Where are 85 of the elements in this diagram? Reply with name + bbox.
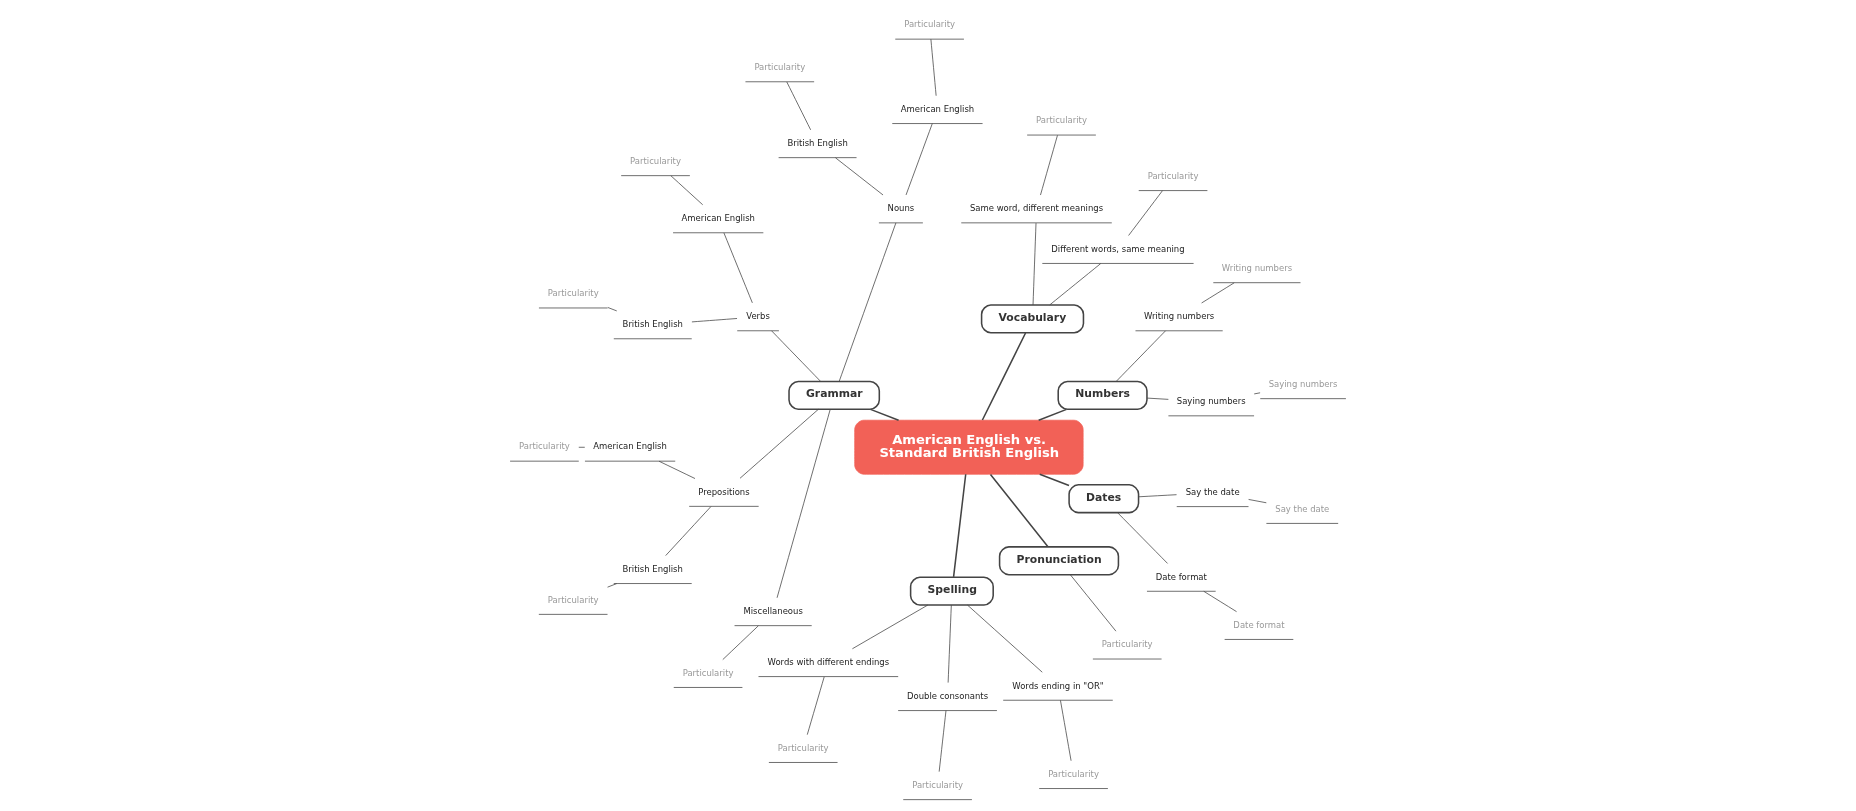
node-box: Pronunciation — [998, 546, 1120, 576]
node-text: British English — [622, 319, 683, 330]
node-text: Words ending in "OR" — [1012, 680, 1104, 691]
node-text: American English — [900, 103, 975, 114]
node-box: Spelling — [909, 576, 994, 606]
node-text: Miscellaneous — [743, 605, 803, 616]
node-text: Particularity — [682, 667, 734, 678]
connector — [1248, 499, 1267, 504]
connector — [947, 604, 952, 683]
connector — [670, 175, 704, 206]
node-text: Words with different endings — [767, 656, 890, 667]
node-text: Double consonants — [906, 690, 989, 701]
node-box: Grammar — [788, 380, 881, 411]
connector — [578, 446, 586, 448]
node-text: Particularity — [1048, 768, 1099, 779]
connector — [739, 408, 819, 479]
node-box: Numbers — [1057, 380, 1148, 411]
node-box: Dates — [1068, 484, 1140, 514]
node-text: British English — [622, 563, 683, 574]
connector — [776, 409, 831, 599]
node-text: Same word, different meanings — [969, 203, 1104, 214]
node-text: Particularity — [630, 155, 681, 166]
connector — [952, 473, 967, 578]
node-text: Date format — [1155, 571, 1207, 582]
connector — [722, 625, 759, 660]
node-text: Particularity — [912, 779, 963, 790]
node-text: American English — [593, 441, 667, 452]
connector — [852, 604, 929, 650]
connector — [1203, 590, 1237, 613]
connector — [665, 506, 712, 556]
node-text: Prepositions — [698, 486, 750, 497]
connector — [1253, 392, 1261, 395]
connector — [1146, 397, 1169, 400]
node-text: Saying numbers — [1268, 378, 1338, 389]
connector — [938, 710, 947, 772]
connector — [1115, 330, 1166, 382]
connector — [771, 330, 821, 382]
connector — [1060, 699, 1072, 762]
connector — [1032, 222, 1037, 306]
node-text: American English — [681, 213, 755, 224]
node-box: Vocabulary — [980, 304, 1085, 334]
node-text: Particularity — [547, 594, 599, 605]
node-text: Verbs — [746, 311, 770, 322]
connector — [989, 473, 1049, 548]
node-text: Saying numbers — [1176, 396, 1246, 407]
connector — [930, 38, 937, 97]
node-text: Say the date — [1275, 503, 1330, 514]
connector — [607, 583, 618, 588]
connector — [1049, 263, 1102, 306]
connector — [1117, 512, 1168, 564]
node-text: Different words, same meaning — [1051, 243, 1185, 254]
node-text: Particularity — [547, 288, 599, 299]
node-text: Particularity — [519, 441, 570, 452]
node-text: Particularity — [754, 62, 806, 73]
connector — [981, 332, 1027, 421]
connector — [1201, 282, 1235, 304]
node-text: Particularity — [1036, 115, 1087, 126]
connector — [1038, 473, 1070, 487]
node-text: Nouns — [887, 203, 915, 214]
connector — [658, 460, 696, 479]
connector — [838, 222, 897, 382]
connector — [1138, 494, 1177, 498]
connector — [1037, 408, 1068, 421]
connector — [607, 307, 618, 312]
connector — [869, 408, 900, 421]
node-text: Date format — [1233, 619, 1285, 630]
connector — [1128, 190, 1163, 236]
node-text: Writing numbers — [1143, 311, 1215, 322]
node-text: Writing numbers — [1221, 262, 1293, 273]
connector — [691, 318, 738, 323]
connector — [1069, 574, 1117, 632]
node-text: British English — [787, 137, 848, 148]
connector — [905, 123, 933, 196]
connector — [967, 604, 1043, 673]
node-text: Particularity — [1147, 170, 1199, 181]
connector — [723, 232, 753, 304]
connector — [1040, 134, 1058, 196]
node-box: American English vs. Standard British English — [854, 419, 1084, 475]
node-text: Particularity — [777, 742, 829, 753]
node-text: Particularity — [1101, 639, 1153, 650]
connector — [806, 676, 825, 736]
node-text: Particularity — [904, 19, 956, 30]
connector — [835, 157, 884, 196]
node-text: Say the date — [1185, 486, 1240, 497]
connector — [786, 81, 812, 131]
